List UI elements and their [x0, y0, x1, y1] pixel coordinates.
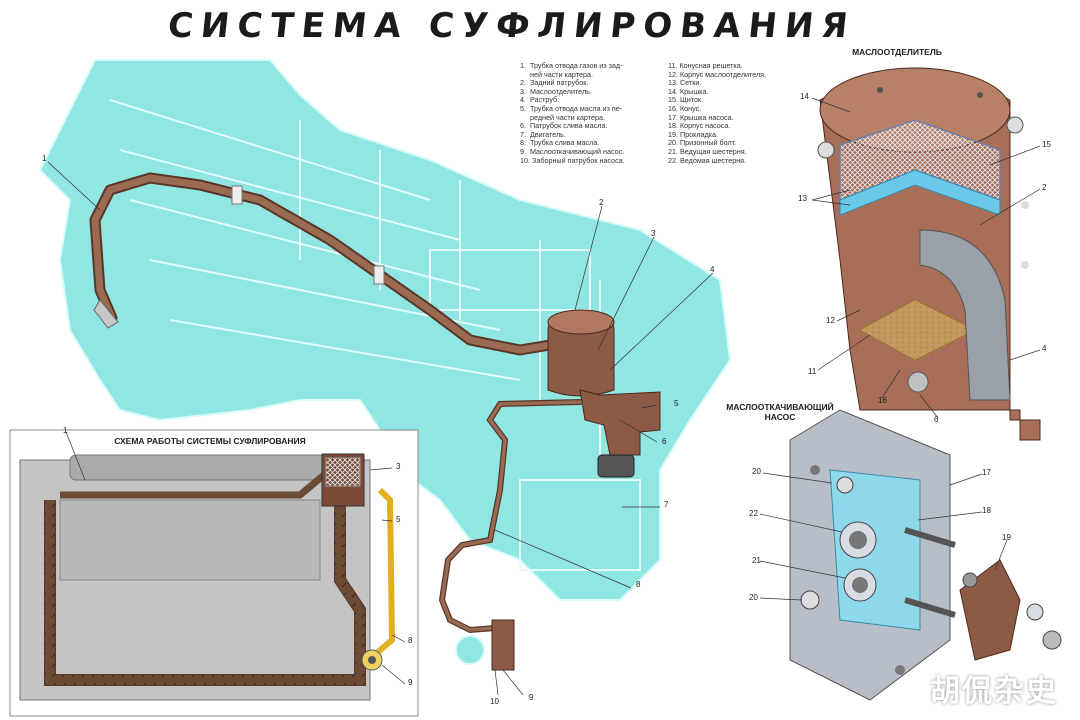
callout-7: 7: [664, 500, 669, 509]
scheme-callout-8: 8: [408, 636, 413, 645]
callout-22: 22: [749, 509, 758, 518]
callout-3: 3: [651, 229, 656, 238]
legend-line: 9. Маслоотка­чивающий насос.: [520, 146, 625, 156]
legend-right: 11. Конусная решетка. 12. Корпус маслоот…: [668, 61, 767, 165]
callout-20b: 20: [749, 593, 758, 602]
legend-line: 20. Призонный болт.: [668, 138, 737, 148]
legend-line: 15. Щиток.: [668, 95, 704, 105]
scheme-title: СХЕМА РАБОТЫ СИСТЕМЫ СУФЛИРОВАНИЯ: [114, 436, 306, 446]
callout-4: 4: [710, 265, 715, 274]
scheme-callout-3: 3: [396, 462, 401, 471]
scheme-callout-5: 5: [396, 515, 401, 524]
callout-6: 6: [662, 437, 667, 446]
callout-6b: 6: [934, 415, 939, 424]
pump-title-line2: НАСОС: [764, 412, 796, 422]
pump-title-line1: МАСЛООТКАЧИВАЮЩИЙ: [726, 402, 834, 412]
callout-16: 16: [878, 396, 887, 405]
oil-separator-main: [438, 309, 661, 671]
scheme-callout-1: 1: [63, 426, 68, 435]
oil-pump: [789, 409, 1062, 701]
separator-title: МАСЛООТДЕЛИТЕЛЬ: [852, 47, 942, 57]
legend-line: 21. Ведущая шестерня.: [668, 146, 747, 156]
legend-line: 19. Прокладка.: [668, 129, 719, 139]
legend-line: ней части картера.: [520, 69, 593, 79]
callout-2b: 2: [1042, 183, 1047, 192]
callout-12: 12: [826, 316, 835, 325]
callout-9: 9: [529, 693, 534, 702]
callout-15: 15: [1042, 140, 1051, 149]
callout-4b: 4: [1042, 344, 1047, 353]
callout-19: 19: [1002, 533, 1011, 542]
legend-line: 2. Задний патрубок.: [520, 78, 589, 88]
legend-line: 18. Корпус насоса.: [668, 121, 731, 131]
legend-left: 1. Трубка отвода газов из зад- ней части…: [520, 61, 625, 165]
callout-1: 1: [42, 154, 47, 163]
callout-17: 17: [982, 468, 991, 477]
callout-13: 13: [798, 194, 807, 203]
oil-separator-cutaway: [817, 67, 1041, 441]
legend-line: 17. Крышка насоса.: [668, 112, 734, 122]
callout-18: 18: [982, 506, 991, 515]
callout-21: 21: [752, 556, 761, 565]
legend-line: 16. Конус.: [668, 103, 702, 113]
legend-line: 13. Сетки.: [668, 78, 702, 88]
callout-20: 20: [752, 467, 761, 476]
callout-lines: [47, 97, 1041, 696]
legend-line: 3. Маслоотделитель.: [520, 86, 592, 96]
legend-line: 10. Заборный патрубок насоса.: [520, 155, 625, 165]
legend-line: 12. Корпус маслоотделителя.: [668, 69, 767, 79]
legend-line: 8. Трубка слива масла.: [520, 138, 600, 148]
legend-line: 5. Трубка отвода масла из пе-: [520, 103, 623, 113]
legend-line: 1. Трубка отвода газов из зад-: [520, 61, 623, 70]
legend-line: 11. Конусная решетка.: [668, 61, 743, 70]
callout-10: 10: [490, 697, 499, 706]
callout-14: 14: [800, 92, 809, 101]
scheme-inset: [9, 429, 419, 717]
legend-line: 4. Раструб.: [520, 95, 560, 105]
legend-line: редней части картера.: [520, 112, 605, 122]
legend-line: 6. Патрубок слива масла.: [520, 121, 608, 131]
callout-11: 11: [808, 367, 817, 376]
breather-pipe: [89, 172, 556, 356]
watermark: 胡侃杂史: [930, 674, 1058, 709]
callout-2: 2: [599, 198, 604, 207]
legend-line: 14. Крышка.: [668, 86, 709, 96]
callout-8: 8: [636, 580, 641, 589]
callout-5: 5: [674, 399, 679, 408]
engine-illustration: [38, 59, 732, 665]
legend-line: 22. Ведомая шестерня.: [668, 155, 747, 165]
legend-line: 7. Двигатель.: [520, 129, 566, 139]
scheme-callout-9: 9: [408, 678, 413, 687]
